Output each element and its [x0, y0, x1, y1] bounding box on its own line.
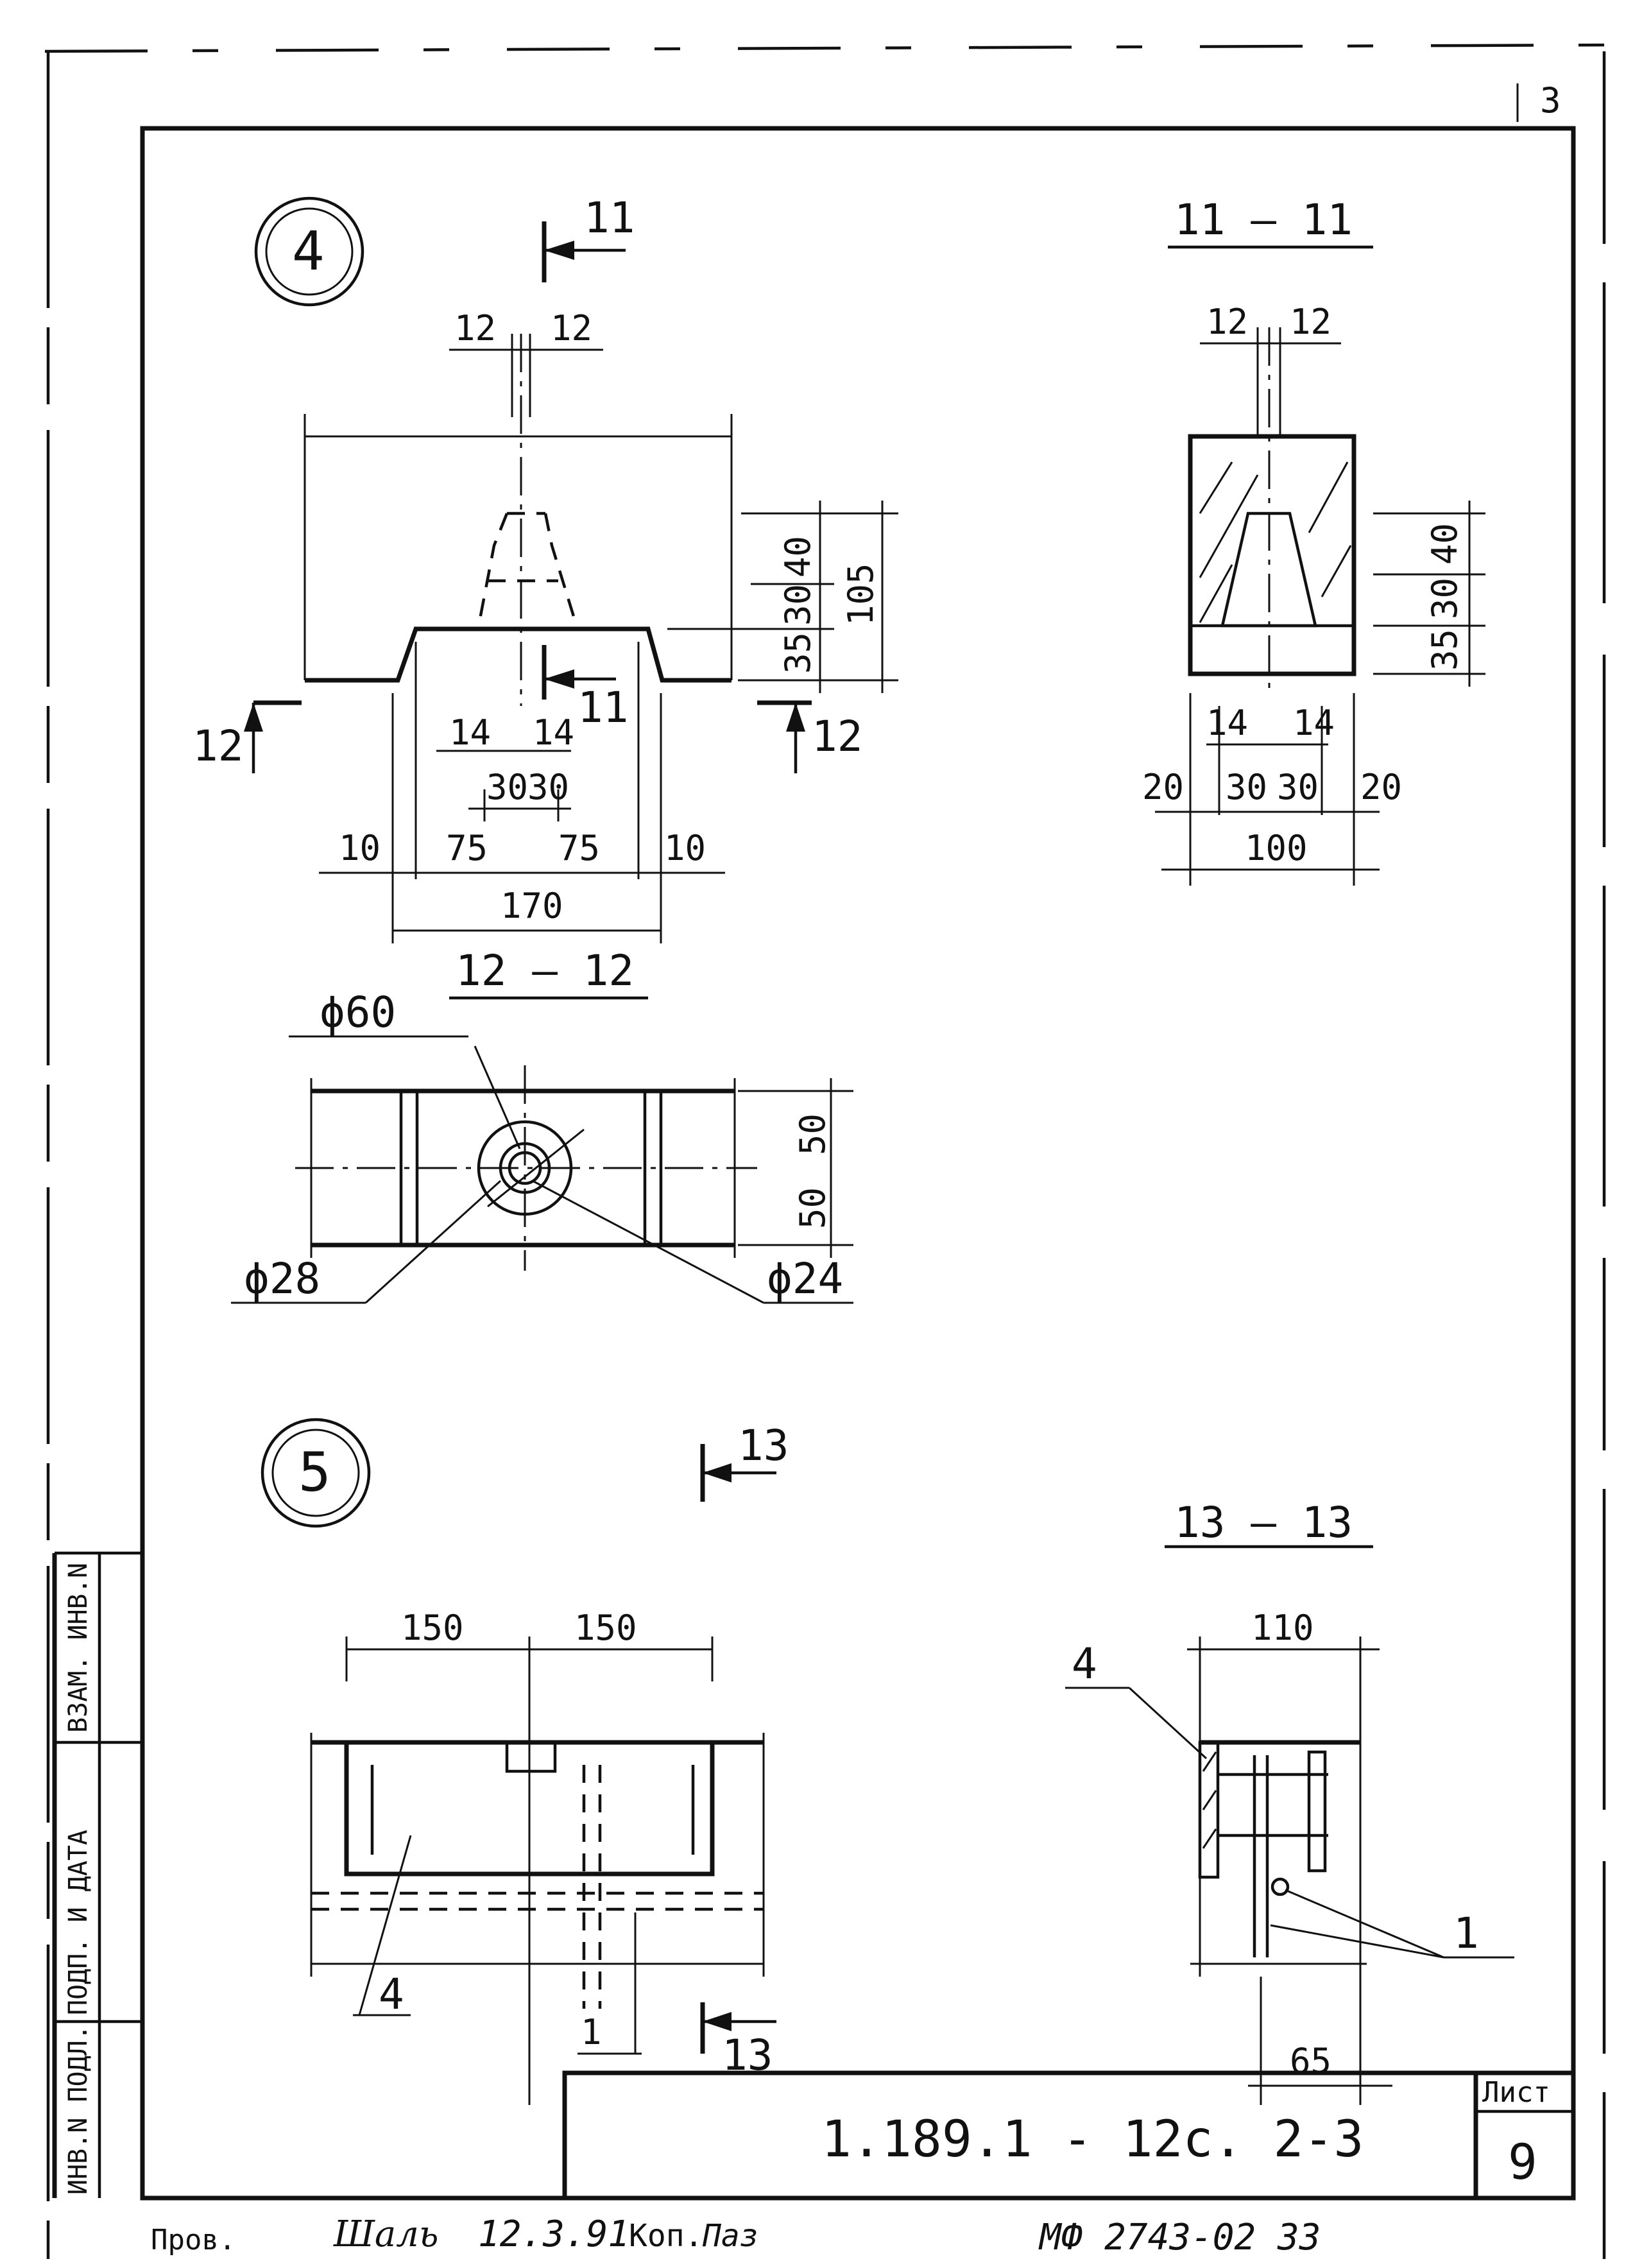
node-5-label: 5 [298, 1441, 331, 1504]
section-12-left-label: 12 [192, 721, 243, 771]
section-mark-13-bottom [700, 2002, 776, 2054]
node5-callout-4: 4 [379, 1970, 404, 2019]
sheet-trim [44, 43, 1618, 2259]
node4-dim-14-right: 14 [533, 712, 574, 753]
node4-dim-75-left: 75 [446, 828, 488, 868]
section-mark-13-top [700, 1444, 776, 1502]
section-11-dim-h30: 30 [1424, 578, 1465, 619]
section-13-dim-110: 110 [1251, 1608, 1314, 1648]
section-12-dia-24: ϕ24 [767, 1254, 843, 1303]
footer-date: 12.3.91 [478, 2213, 629, 2255]
title-block-sheet-label: Лист [1482, 2076, 1550, 2109]
section-11-dim-top-right: 12 [1290, 302, 1331, 342]
section-13-top-label: 13 [738, 1421, 789, 1470]
section-12-dia-28: ϕ28 [244, 1254, 320, 1303]
footer-signature: Шаль [333, 2213, 438, 2255]
node4-dim-30-left: 30 [486, 767, 528, 807]
title-block-sheet-number: 9 [1508, 2133, 1537, 2190]
section-11-dim-100: 100 [1245, 828, 1308, 868]
section-11-dim-h40: 40 [1424, 523, 1465, 565]
section-mark-11-top [542, 221, 626, 282]
node-5-elevation [310, 1637, 765, 2105]
section-12-plan [231, 1035, 853, 1304]
section-13-body [1065, 1637, 1514, 2105]
section-12-title: 12 — 12 [456, 946, 634, 995]
title-block-code: 1.189.1 - 12с. 2-3 [821, 2111, 1364, 2169]
node4-dim-30-right: 30 [527, 767, 569, 807]
footer-order: МФ 2743-02 33 [1038, 2217, 1321, 2258]
section-12-dim-50-top: 50 [792, 1113, 833, 1155]
section-11-dim-20-right: 20 [1360, 767, 1402, 807]
node4-dim-75-right: 75 [558, 828, 600, 868]
section-13-callout-1: 1 [1453, 1909, 1479, 1958]
section-11-dim-30-right: 30 [1277, 767, 1319, 807]
footer-checked-label: Пров. [151, 2224, 235, 2256]
corner-mark: 3 [1540, 80, 1561, 121]
drawing-frame [140, 126, 1576, 2201]
node4-dim-top-left: 12 [454, 308, 496, 348]
section-mark-11-mid [542, 645, 616, 700]
section-11-dim-top-left: 12 [1206, 302, 1248, 342]
node-4-elevation [304, 334, 898, 943]
side-stamp [52, 1551, 142, 2198]
section-12-right-label: 12 [812, 712, 862, 761]
section-mark-12-left [244, 700, 302, 773]
node4-dim-h30: 30 [778, 584, 818, 626]
section-12-dia-60: ϕ60 [320, 988, 396, 1037]
node4-dim-10-right: 10 [664, 828, 706, 868]
section-13-title: 13 — 13 [1174, 1498, 1353, 1547]
stamp-inv-podl: ИНВ.N ПОДЛ. [64, 2025, 93, 2195]
node4-dim-170: 170 [500, 886, 563, 926]
node4-dim-h40: 40 [778, 536, 818, 578]
section-11-dim-h35: 35 [1424, 629, 1465, 671]
section-11-top-label: 11 [584, 193, 635, 243]
section-11-dim-14-left: 14 [1206, 703, 1248, 743]
section-mark-12-right [757, 700, 812, 773]
section-11-dim-30-left: 30 [1226, 767, 1267, 807]
footer-copy-label: Коп. [629, 2218, 703, 2254]
section-11-dim-20-left: 20 [1142, 767, 1184, 807]
node-4-label: 4 [292, 219, 325, 282]
node4-dim-h105: 105 [841, 563, 881, 626]
stamp-podp-data: ПОДП. И ДАТА [64, 1830, 93, 2015]
node5-dim-150-left: 150 [401, 1608, 464, 1648]
node4-dim-10-left: 10 [339, 828, 381, 868]
node4-dim-h35: 35 [778, 632, 818, 674]
node-5-marker [261, 1418, 371, 1528]
section-11-dim-14-right: 14 [1293, 703, 1335, 743]
title-block [562, 2070, 1576, 2201]
node5-dim-150-right: 150 [574, 1608, 637, 1648]
footer-copy-name: Паз [702, 2218, 758, 2254]
stamp-vzam-inv: ВЗАМ. ИНВ.N [64, 1563, 93, 1733]
section-11-title: 11 — 11 [1174, 195, 1353, 245]
section-13-dim-65: 65 [1290, 2041, 1331, 2081]
section-11-mid-label: 11 [577, 683, 628, 732]
node4-dim-top-right: 12 [551, 308, 592, 348]
node5-callout-1: 1 [581, 2012, 602, 2052]
section-11-body [1155, 327, 1485, 886]
section-12-dim-50-bottom: 50 [792, 1187, 833, 1229]
node4-dim-14-left: 14 [449, 712, 491, 753]
node-4-marker [254, 196, 364, 307]
section-13-callout-4: 4 [1072, 1639, 1097, 1688]
